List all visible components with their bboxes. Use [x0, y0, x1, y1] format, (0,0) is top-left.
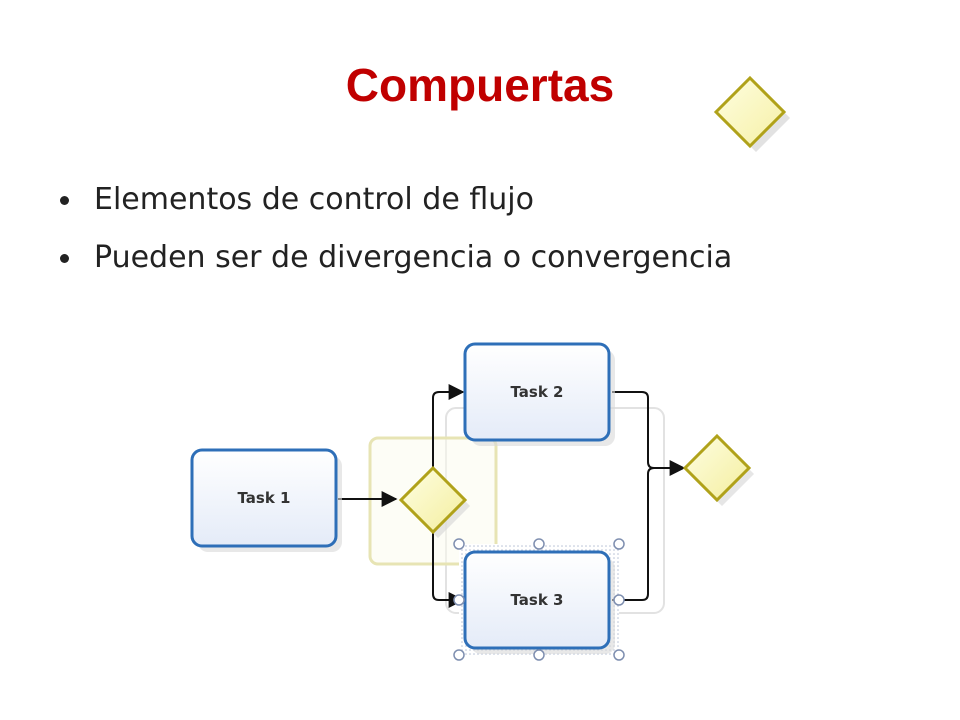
resize-handle[interactable] — [533, 538, 545, 550]
task-2[interactable]: Task 2 — [463, 342, 615, 446]
bullet-icon — [60, 254, 69, 263]
resize-handle[interactable] — [453, 594, 465, 606]
resize-handle[interactable] — [613, 538, 625, 550]
bullet-item: Elementos de control de flujo — [56, 176, 732, 234]
task-3[interactable]: Task 3 — [463, 550, 615, 654]
resize-handle[interactable] — [613, 649, 625, 661]
selection-handles[interactable] — [453, 538, 625, 661]
bullet-text: Pueden ser de divergencia o convergencia — [94, 240, 733, 275]
bullet-text: Elementos de control de flujo — [94, 182, 534, 217]
resize-handle[interactable] — [533, 649, 545, 661]
resize-handle[interactable] — [453, 538, 465, 550]
flow-gateway-to-task3[interactable] — [432, 530, 465, 608]
resize-handle[interactable] — [453, 649, 465, 661]
bullet-list: Elementos de control de flujo Pueden ser… — [56, 176, 732, 292]
flow-task2-to-merge[interactable] — [612, 391, 686, 476]
bullet-icon — [60, 196, 69, 205]
task-label: Task 1 — [238, 489, 291, 507]
slide-title: Compuertas — [345, 59, 615, 111]
merge-gateway-diamond[interactable] — [682, 433, 754, 506]
flow-task3-to-merge[interactable] — [612, 467, 655, 601]
task-label: Task 2 — [511, 383, 564, 401]
flow-gateway-to-task2[interactable] — [432, 384, 465, 468]
task-label: Task 3 — [511, 591, 564, 609]
gateway-diamond-icon — [713, 75, 790, 152]
bullet-item: Pueden ser de divergencia o convergencia — [56, 234, 732, 292]
task-1[interactable]: Task 1 — [190, 448, 342, 552]
resize-handle[interactable] — [613, 594, 625, 606]
split-gateway-diamond[interactable] — [398, 465, 470, 538]
